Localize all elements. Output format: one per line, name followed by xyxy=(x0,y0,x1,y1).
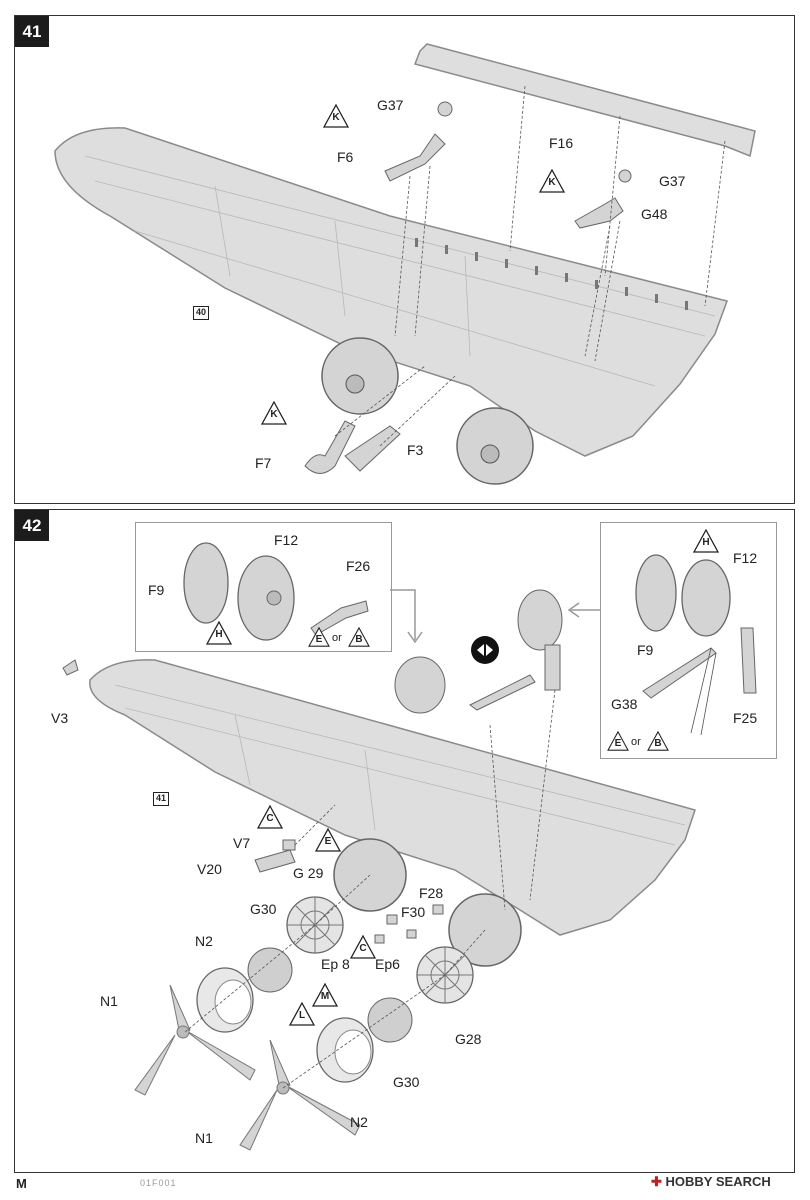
marker-m-triangle: M xyxy=(312,983,338,1007)
step-41-panel: 41 xyxy=(14,15,795,504)
marker-e-triangle: E xyxy=(315,828,341,852)
marker-b-triangle: B xyxy=(647,731,669,751)
wheel-part-f12 xyxy=(681,559,731,637)
label-g37-a: G37 xyxy=(377,97,404,113)
part-g37-a xyxy=(437,101,453,117)
label-g29: G 29 xyxy=(293,865,324,881)
label-f28: F28 xyxy=(419,885,444,901)
label-f7: F7 xyxy=(255,455,272,471)
flap-part-f16 xyxy=(413,43,756,158)
label-g48: G48 xyxy=(641,206,668,222)
wheel-part-f9 xyxy=(635,554,677,632)
label-g30-b: G30 xyxy=(393,1074,420,1090)
part-v3 xyxy=(62,659,79,676)
brand-logo: M xyxy=(16,1176,27,1191)
wheel-part-f9 xyxy=(183,542,229,624)
watermark-text: HOBBY SEARCH xyxy=(665,1174,771,1189)
left-gear-inset: F12 F26 F9 H E or B xyxy=(135,522,392,652)
hobby-search-icon: ✚ xyxy=(651,1174,662,1189)
reference-step-box: 41 xyxy=(153,792,170,806)
part-v20 xyxy=(254,849,296,873)
right-gear-inset: H F12 F9 G38 F25 E or B xyxy=(600,522,777,759)
reference-step-box: 40 xyxy=(193,306,210,320)
engine-nacelle-right xyxy=(448,893,522,967)
step-number: 42 xyxy=(15,510,49,541)
part-f6 xyxy=(384,133,446,182)
step-42-panel: 42 F12 F26 F9 H E or B xyxy=(14,509,795,1173)
label-v20: V20 xyxy=(197,861,222,877)
step-number: 41 xyxy=(15,16,49,47)
label-n2-a: N2 xyxy=(195,933,213,949)
label-g30-a: G30 xyxy=(250,901,277,917)
label-n2-b: N2 xyxy=(350,1114,368,1130)
wheel-assembled-left xyxy=(394,656,446,714)
marker-e-triangle: E xyxy=(607,731,629,751)
part-v7 xyxy=(282,839,296,851)
label-v7: V7 xyxy=(233,835,251,851)
label-n1-a: N1 xyxy=(100,993,118,1009)
cowl-front-g29 xyxy=(286,896,344,954)
cowl-front-g28 xyxy=(416,946,474,1004)
label-n1-b: N1 xyxy=(195,1130,213,1146)
wheel-part-f12 xyxy=(237,555,295,641)
label-f3: F3 xyxy=(407,442,424,458)
engine-nacelle-left xyxy=(333,838,407,912)
part-f3 xyxy=(344,425,401,472)
wheel-assembled-right xyxy=(517,589,563,651)
marker-k-triangle: K xyxy=(539,169,565,193)
label-ep8: Ep 8 xyxy=(321,956,350,972)
marker-k-triangle: K xyxy=(261,401,287,425)
wing-part xyxy=(54,127,728,457)
label-g37-b: G37 xyxy=(659,173,686,189)
propeller-n1 xyxy=(134,984,256,1096)
label-g28: G28 xyxy=(455,1031,482,1047)
label-f16: F16 xyxy=(549,135,574,151)
engine-cylinders-g30 xyxy=(367,997,413,1043)
part-g48 xyxy=(574,197,624,229)
marker-k-triangle: K xyxy=(323,104,349,128)
marker-c-triangle: C xyxy=(257,805,283,829)
label-f6: F6 xyxy=(337,149,354,165)
cowling-ring-n2 xyxy=(196,967,254,1033)
page-code: 01F001 xyxy=(140,1178,177,1188)
label-v3: V3 xyxy=(51,710,69,726)
cowling-ring-n2 xyxy=(316,1017,374,1083)
marker-c-triangle: C xyxy=(350,935,376,959)
watermark: ✚ HOBBY SEARCH xyxy=(651,1174,771,1190)
marker-e-triangle: E xyxy=(308,627,330,647)
marker-l-triangle: L xyxy=(289,1002,315,1026)
engine-cylinders-g30 xyxy=(247,947,293,993)
marker-b-triangle: B xyxy=(348,627,370,647)
marker-h-triangle: H xyxy=(206,621,232,645)
label-ep6: Ep6 xyxy=(375,956,400,972)
propeller-n1 xyxy=(239,1039,361,1151)
part-f7 xyxy=(304,420,356,474)
direction-icon xyxy=(471,636,499,664)
marker-h-triangle: H xyxy=(693,529,719,553)
part-g37-b xyxy=(618,169,632,183)
label-f30: F30 xyxy=(401,904,426,920)
strut-part-f25 xyxy=(740,627,757,694)
step-41-drawing xyxy=(54,43,756,485)
